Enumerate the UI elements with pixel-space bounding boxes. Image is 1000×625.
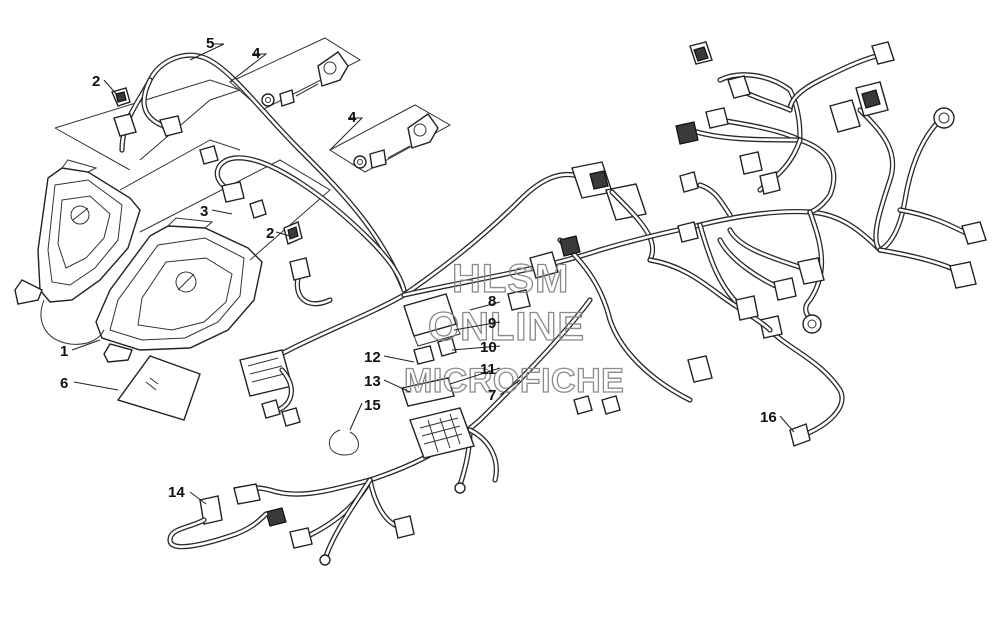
callout-16: 16 bbox=[760, 409, 777, 426]
callout-2b: 2 bbox=[266, 225, 274, 242]
engine-harness-branches bbox=[647, 41, 987, 334]
callout-4a: 4 bbox=[252, 45, 261, 62]
callout-3: 3 bbox=[200, 203, 208, 220]
callout-9: 9 bbox=[488, 315, 496, 332]
callout-15: 15 bbox=[364, 397, 381, 414]
callout-labels: 1 2 2 3 4 4 5 6 7 8 9 10 11 12 13 15 14 … bbox=[60, 35, 777, 501]
headlight-outline-loop bbox=[40, 299, 105, 345]
callout-5: 5 bbox=[206, 35, 214, 52]
callout-14: 14 bbox=[168, 484, 185, 501]
callout-leaders bbox=[71, 43, 795, 505]
callout-8: 8 bbox=[488, 293, 496, 310]
watermark: HLSM ONLINE MICROFICHE bbox=[403, 256, 624, 400]
headlight-right bbox=[95, 217, 263, 363]
watermark-line1: HLSM bbox=[452, 257, 569, 301]
callout-10: 10 bbox=[480, 339, 497, 356]
callout-7: 7 bbox=[488, 387, 496, 404]
callout-1: 1 bbox=[60, 343, 68, 360]
callout-13: 13 bbox=[364, 373, 381, 390]
main-wiring-harness bbox=[233, 161, 845, 566]
headlight-pigtail-harness bbox=[113, 52, 407, 307]
watermark-line3: MICROFICHE bbox=[404, 362, 624, 400]
loose-parts bbox=[167, 429, 359, 550]
callout-12: 12 bbox=[364, 349, 381, 366]
bulb-sockets bbox=[111, 87, 303, 245]
callout-6: 6 bbox=[60, 375, 68, 392]
watermark-line2: ONLINE bbox=[428, 305, 585, 349]
headlight-adjusters bbox=[261, 51, 439, 169]
lens-decal-sheet bbox=[116, 355, 201, 421]
callout-4b: 4 bbox=[348, 109, 357, 126]
callout-11: 11 bbox=[480, 361, 496, 378]
callout-2a: 2 bbox=[92, 73, 100, 90]
headlight-left bbox=[14, 159, 141, 305]
